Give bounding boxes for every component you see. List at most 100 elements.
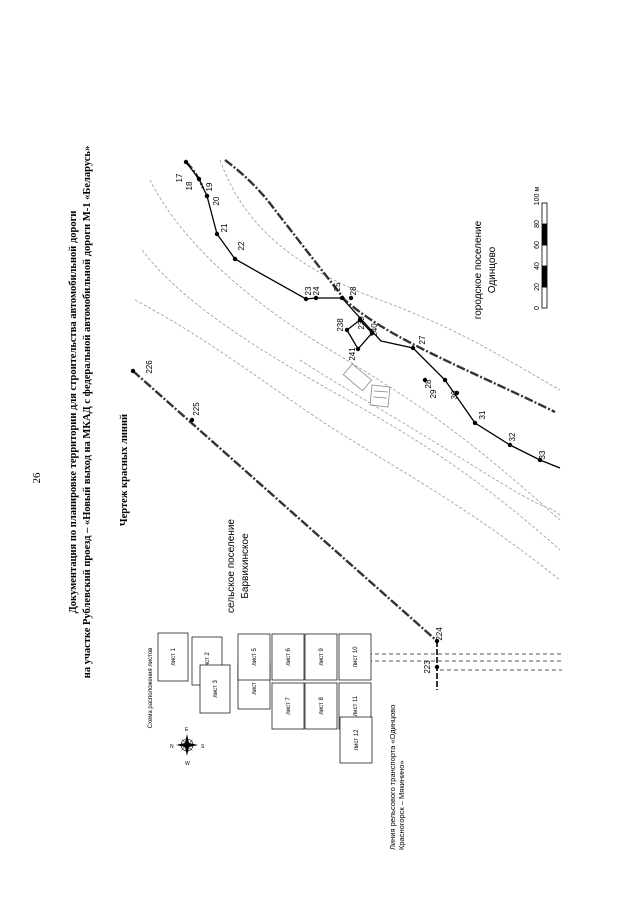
point-label: 240 — [370, 323, 379, 337]
scheme-sheet-label: лист 11 — [353, 695, 359, 716]
red-line-main — [185, 161, 561, 469]
point-label: 18 — [185, 181, 194, 190]
point-label: 32 — [508, 432, 517, 441]
scheme-sheet-label: лист 9 — [319, 648, 325, 666]
point-marker — [537, 457, 543, 463]
point-marker — [507, 442, 513, 448]
scheme-sheet-label: лист 12 — [354, 729, 360, 751]
scheme-sheet-box — [271, 682, 305, 730]
point-label: 224 — [435, 627, 444, 641]
compass-rose: N S W E — [170, 727, 205, 767]
point-label: 28 — [424, 379, 433, 388]
point-label: 22 — [237, 241, 246, 250]
point-marker — [434, 638, 440, 644]
building-2 — [369, 384, 391, 408]
road-edge-5 — [299, 359, 561, 516]
page-number: 26 — [31, 472, 43, 484]
scale-tick-100: 100 м — [534, 187, 541, 206]
point-label: 226 — [145, 360, 154, 374]
point-label: 30 — [450, 390, 459, 399]
point-label: 20 — [212, 196, 221, 205]
red-lines — [185, 161, 561, 469]
point-label: 17 — [175, 173, 184, 182]
scheme-sheet-box — [304, 682, 338, 730]
scale-tick-80: 80 — [534, 220, 541, 228]
scale-segment-3 — [541, 244, 548, 267]
building-hatch-2 — [372, 396, 388, 399]
compass-n: N — [170, 744, 174, 750]
drawing-title: Чертеж красных линий — [119, 414, 130, 526]
urban-settlement-label-2: Одинцово — [487, 246, 498, 293]
point-label: 28 — [349, 286, 358, 295]
point-marker — [303, 296, 309, 302]
point-marker — [196, 176, 202, 182]
point-marker — [434, 664, 440, 670]
railway-label-2: Красногорск – Мякинино» — [397, 760, 406, 850]
point-marker — [442, 377, 448, 383]
point-marker — [410, 345, 416, 351]
point-label: 24 — [312, 286, 321, 295]
point-label: 21 — [220, 223, 229, 232]
scheme-sheet-box — [304, 633, 338, 681]
scale-bar: 0 20 40 60 80 100 м — [534, 187, 548, 310]
rural-settlement-label-2: Барвихинское — [240, 533, 251, 599]
compass-e: E — [185, 727, 189, 733]
point-label: 25 — [333, 282, 342, 291]
building-1 — [342, 363, 373, 392]
compass-s: S — [201, 744, 205, 750]
compass-diagonal-icon — [180, 738, 194, 752]
point-label: 23 — [304, 286, 313, 295]
scheme-sheet-label: лист 3 — [213, 680, 219, 698]
point-label: 241 — [348, 347, 357, 361]
scheme-sheet-label: лист 1 — [171, 648, 177, 666]
scale-tick-20: 20 — [534, 283, 541, 291]
point-label: 27 — [418, 335, 427, 344]
point-marker — [422, 377, 428, 383]
scale-segment-1 — [541, 286, 548, 309]
point-marker — [369, 330, 375, 336]
scheme-title: Схема расположения листов — [148, 648, 154, 729]
railway-tracks — [368, 653, 562, 671]
compass-w: W — [185, 761, 190, 767]
road-edge-3 — [134, 299, 561, 581]
point-marker — [344, 327, 350, 333]
point-marker — [313, 295, 319, 301]
scheme-sheet-label: лист 10 — [353, 646, 359, 668]
scheme-sheet-label: лист 4 — [252, 677, 258, 695]
urban-settlement-label-1: городское поселение — [473, 220, 484, 319]
scheme-sheet-box — [199, 664, 231, 714]
scheme-sheet-label: лист 7 — [286, 697, 292, 715]
point-marker — [339, 295, 345, 301]
scale-tick-0: 0 — [534, 306, 541, 310]
point-marker — [183, 159, 189, 165]
scale-segment-4 — [541, 223, 548, 246]
municipal-boundary — [185, 159, 556, 414]
scale-segment-5 — [541, 202, 548, 225]
point-label: 238 — [336, 318, 345, 332]
point-marker — [357, 317, 363, 323]
point-marker — [189, 417, 195, 423]
point-marker — [348, 295, 354, 301]
point-marker — [130, 368, 136, 374]
scheme-sheet-box — [271, 633, 305, 681]
scale-tick-40: 40 — [534, 262, 541, 270]
road-edge-2 — [141, 249, 561, 551]
scheme-sheet-box — [237, 633, 271, 681]
railway-boundary — [132, 370, 438, 642]
document-title-line2: на участке Рублевский проезд – «Новый вы… — [82, 146, 93, 678]
road-edge-1 — [149, 179, 561, 521]
road-edges — [134, 159, 561, 581]
point-marker — [204, 193, 210, 199]
railway-label-1: Линия рельсового транспорта «Одинцово — [388, 705, 397, 850]
point-label: 33 — [538, 450, 547, 459]
point-label: 29 — [429, 389, 438, 398]
point-label: 19 — [205, 182, 214, 191]
rural-settlement-label-1: сельское поселение — [226, 519, 237, 613]
scale-segment-2 — [541, 265, 548, 288]
point-marker — [355, 346, 361, 352]
point-marker — [214, 231, 220, 237]
